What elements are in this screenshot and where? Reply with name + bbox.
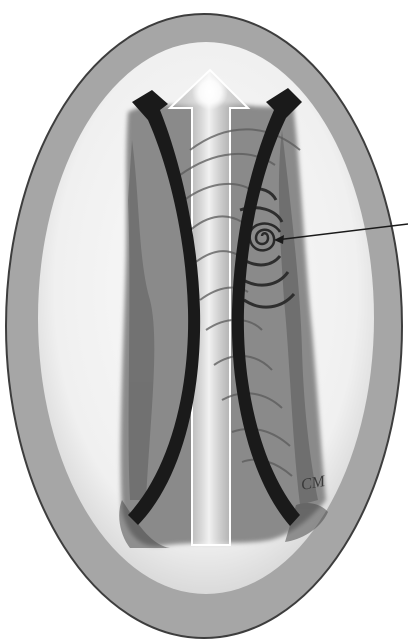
light-glow: [192, 74, 228, 110]
